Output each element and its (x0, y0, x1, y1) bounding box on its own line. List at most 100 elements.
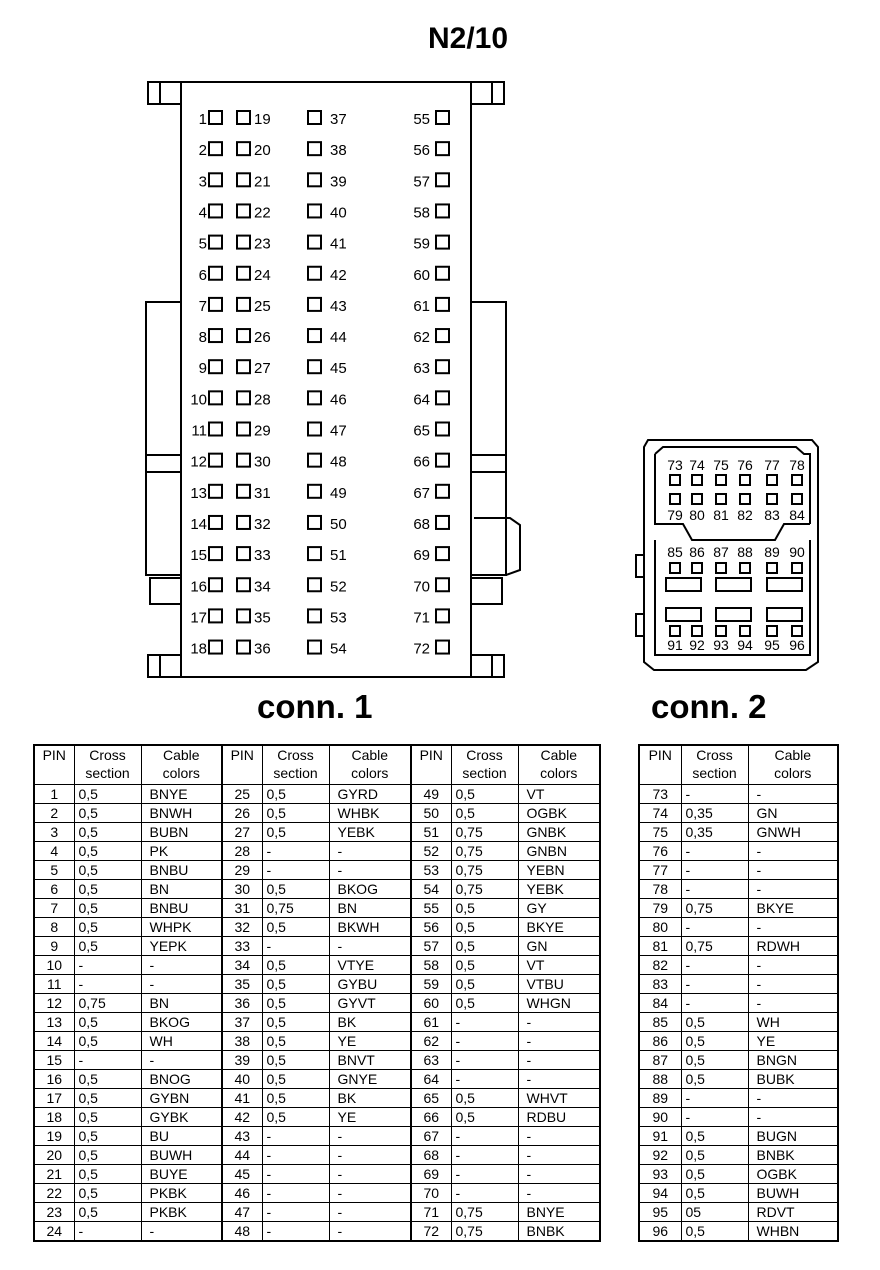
cable-color-value: BN (140, 993, 223, 1013)
pin-label: 19 (254, 111, 271, 128)
cross-section-value: 0,5 (261, 1012, 330, 1032)
table-row: 76-- (638, 841, 839, 861)
cable-color-value: GN (747, 803, 839, 823)
pin-socket (435, 172, 450, 188)
pin-label: 29 (254, 423, 271, 440)
pin-socket (307, 265, 322, 281)
cross-section-value: - (261, 1183, 330, 1203)
cable-color-value: PKBK (140, 1202, 223, 1222)
pin-number: 21 (33, 1164, 75, 1184)
cable-color-value: BKYE (517, 917, 601, 937)
cross-section-value: - (450, 1012, 519, 1032)
pin-label: 12 (190, 454, 207, 471)
pin-label: 53 (330, 609, 347, 626)
pin-number: 42 (221, 1107, 263, 1127)
cross-section-value: 0,75 (73, 993, 142, 1013)
pin-socket (236, 546, 251, 562)
cross-section-value: 0,5 (261, 1088, 330, 1108)
pin-socket (435, 608, 450, 624)
table-row: 73-- (638, 784, 839, 804)
pin-number: 9 (33, 936, 75, 956)
cable-color-value: BK (328, 1012, 412, 1032)
pin-socket (307, 390, 322, 406)
connector-1-housing (145, 81, 521, 678)
header-pin: PIN (221, 744, 263, 785)
cross-section-value: - (261, 1202, 330, 1222)
pin-label: 14 (190, 516, 207, 533)
pin-label: 92 (689, 637, 705, 653)
pin-number: 90 (638, 1107, 682, 1127)
pin-number: 19 (33, 1126, 75, 1146)
pin-number: 67 (410, 1126, 452, 1146)
pin-socket (236, 421, 251, 437)
pin-socket (691, 493, 703, 505)
cross-section-value: 0,5 (261, 784, 330, 804)
pin-socket (739, 562, 751, 574)
cross-section-value: 0,5 (450, 1088, 519, 1108)
pin-label: 46 (330, 391, 347, 408)
pin-socket (435, 328, 450, 344)
cable-color-value: VTYE (328, 955, 412, 975)
cross-section-value: - (680, 993, 749, 1013)
cable-color-value: BKYE (747, 898, 839, 918)
cross-section-value: 0,5 (73, 1183, 142, 1203)
cable-color-value: GY (517, 898, 601, 918)
pin-socket (669, 562, 681, 574)
pin-number: 1 (33, 784, 75, 804)
pin-number: 13 (33, 1012, 75, 1032)
pin-label: 48 (330, 454, 347, 471)
pin-label: 52 (330, 578, 347, 595)
pin-socket (791, 625, 803, 637)
pin-socket (236, 296, 251, 312)
cable-color-value: - (517, 1031, 601, 1051)
pin-label: 30 (254, 454, 271, 471)
pin-socket (208, 203, 223, 219)
pin-number: 37 (221, 1012, 263, 1032)
cross-section-value: - (450, 1164, 519, 1184)
cross-section-value: 0,5 (73, 936, 142, 956)
pin-number: 56 (410, 917, 452, 937)
pin-number: 6 (33, 879, 75, 899)
pin-label: 31 (254, 485, 271, 502)
pin-number: 44 (221, 1145, 263, 1165)
cross-section-value: 0,75 (450, 822, 519, 842)
pin-socket (435, 110, 450, 125)
pin-label: 42 (330, 267, 347, 284)
pin-label: 37 (330, 111, 347, 128)
cable-color-value: BUWH (747, 1183, 839, 1203)
pin-label: 22 (254, 204, 271, 221)
pin-socket (791, 474, 803, 486)
pin-number: 50 (410, 803, 452, 823)
cable-color-value: BUBK (747, 1069, 839, 1089)
cable-color-value: BU (140, 1126, 223, 1146)
cable-color-value: BNBK (747, 1145, 839, 1165)
cross-section-value: - (261, 1164, 330, 1184)
pin-socket (435, 639, 450, 655)
pin-socket-large (665, 577, 702, 592)
pin-number: 61 (410, 1012, 452, 1032)
pin-socket (669, 474, 681, 486)
cross-section-value: 0,5 (450, 936, 519, 956)
pin-label: 8 (199, 329, 207, 346)
cross-section-value: - (680, 860, 749, 880)
cable-color-value: GYBK (140, 1107, 223, 1127)
cross-section-value: 0,75 (450, 841, 519, 861)
pin-number: 48 (221, 1221, 263, 1242)
cross-section-value: 0,75 (680, 936, 749, 956)
pin-number: 23 (33, 1202, 75, 1222)
cross-section-value: - (73, 955, 142, 975)
pin-label: 61 (413, 298, 430, 315)
pin-socket (236, 390, 251, 406)
cross-section-value: 0,5 (73, 803, 142, 823)
pin-socket (435, 203, 450, 219)
cross-section-value: 0,5 (680, 1164, 749, 1184)
